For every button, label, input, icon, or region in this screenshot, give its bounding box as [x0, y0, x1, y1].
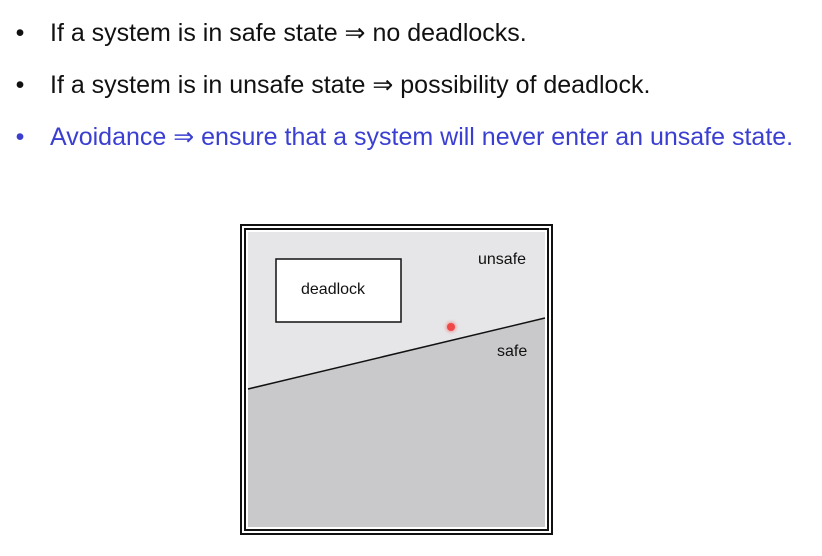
- unsafe-label: unsafe: [478, 251, 527, 268]
- bullet-marker: •: [15, 19, 25, 47]
- state-space-diagram: deadlock unsafe safe: [240, 224, 553, 535]
- deadlock-box: [275, 258, 402, 323]
- bullet-text: Avoidance ⇒ ensure that a system will ne…: [50, 123, 794, 151]
- bullet-safe-state: • If a system is in safe state ⇒ no dead…: [14, 10, 804, 56]
- bullet-list: • If a system is in safe state ⇒ no dead…: [14, 10, 804, 160]
- bullet-avoidance: • Avoidance ⇒ ensure that a system will …: [14, 114, 804, 160]
- bullet-unsafe-state: • If a system is in unsafe state ⇒ possi…: [14, 62, 804, 108]
- pointer-dot: [447, 323, 455, 331]
- bullet-marker: •: [15, 71, 25, 99]
- bullet-text: If a system is in safe state ⇒ no deadlo…: [50, 19, 527, 47]
- deadlock-label: deadlock: [301, 281, 366, 298]
- safe-unsafe-boundary: [247, 317, 546, 390]
- safe-label: safe: [497, 343, 528, 360]
- bullet-text: If a system is in unsafe state ⇒ possibi…: [50, 71, 651, 99]
- bullet-marker: •: [15, 123, 25, 151]
- state-space-graphic: [240, 224, 553, 535]
- safe-region: [248, 318, 545, 527]
